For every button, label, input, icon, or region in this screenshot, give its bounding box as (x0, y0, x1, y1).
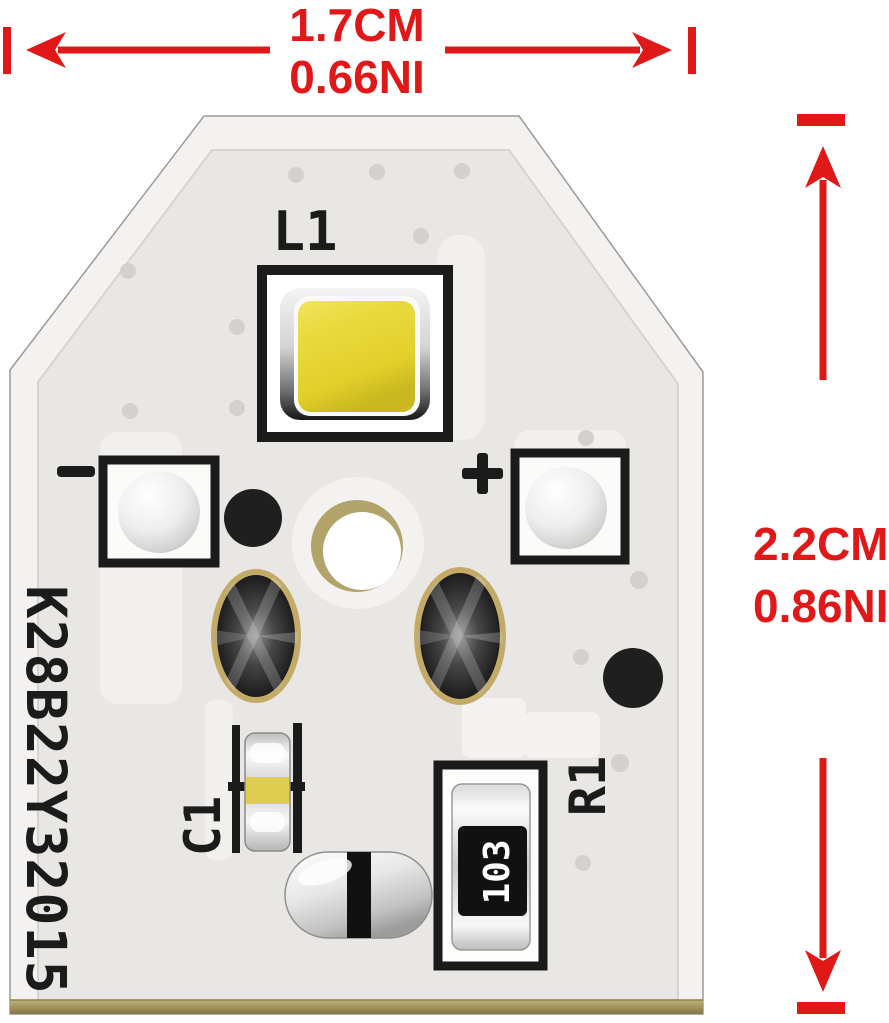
resistor-component: 103 R1 (433, 756, 617, 971)
width-tick-left (3, 27, 11, 74)
height-tick-bottom (797, 1002, 845, 1014)
width-value-in: 0.66NI (289, 51, 425, 103)
resistor-marking: 103 (477, 839, 518, 904)
width-value-cm: 1.7CM (289, 0, 424, 51)
width-arrowhead-left (26, 32, 66, 68)
mounting-hole (311, 500, 403, 592)
led-label: L1 (272, 200, 337, 263)
capacitor-label: C1 (174, 796, 232, 856)
width-tick-right (688, 27, 696, 74)
height-arrowhead-up (805, 146, 841, 188)
fiducial-dot-left (224, 489, 282, 547)
width-dimension: 1.7CM 0.66NI (3, 0, 696, 103)
capacitor-silk-tick-left (228, 782, 246, 791)
resistor-label: R1 (559, 756, 617, 816)
height-arrowhead-down (805, 950, 841, 992)
resistor-band (458, 826, 527, 916)
minus-symbol (57, 466, 95, 477)
diode-component (284, 851, 433, 939)
solder-pad-right (414, 567, 506, 705)
negative-terminal (57, 455, 220, 568)
led-component: L1 (257, 200, 453, 442)
serial-number: K28B22Y32015 (14, 585, 78, 994)
plus-symbol (462, 453, 503, 494)
height-value-cm: 2.2CM (753, 518, 888, 570)
capacitor-silk-tick-right (289, 782, 305, 791)
positive-pad (525, 467, 607, 549)
diode-highlight (298, 858, 352, 886)
capacitor-band (246, 777, 289, 804)
capacitor-highlight-bottom (250, 812, 285, 832)
negative-pad (118, 471, 200, 553)
height-tick-top (797, 114, 845, 126)
pcb-board: L1 (9, 115, 704, 1015)
test-point-dots (120, 163, 648, 871)
led-chip (298, 301, 415, 412)
width-arrowhead-right (632, 32, 672, 68)
capacitor-highlight-top (250, 743, 285, 763)
dimension-annotations: 1.7CM 0.66NI 2.2CM 0.86NI (3, 0, 889, 1014)
height-dimension: 2.2CM 0.86NI (753, 114, 889, 1014)
solder-pad-left (211, 569, 301, 703)
fiducial-dot-right (603, 648, 663, 708)
capacitor-component: C1 (174, 723, 305, 856)
pcb-bottom-edge (10, 1000, 703, 1014)
height-value-in: 0.86NI (753, 580, 889, 632)
positive-terminal (462, 448, 630, 565)
